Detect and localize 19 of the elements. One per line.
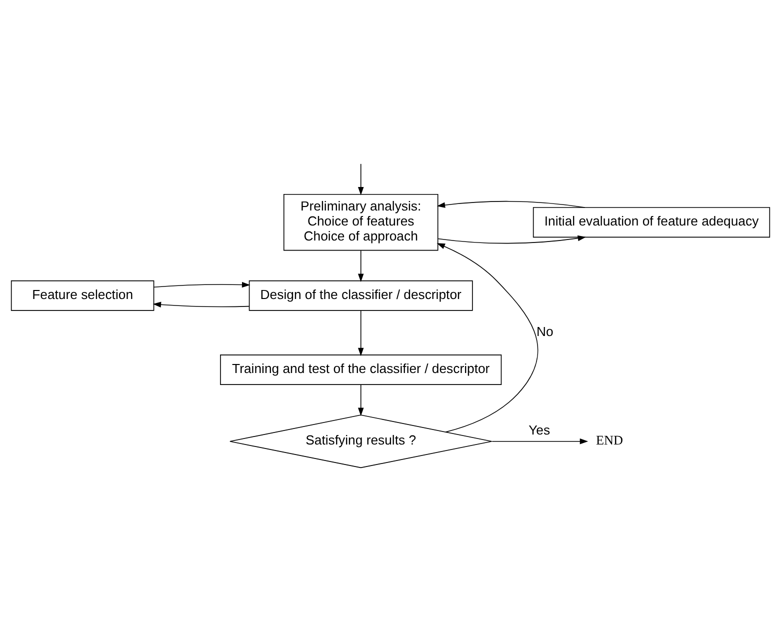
arrow [436,200,586,208]
node-box: Preliminary analysis: Choice of features Choice of approach [283,194,438,251]
node-box: Initial evaluation of feature adequacy [532,207,770,238]
arrow [358,250,364,282]
node-box: Training and test of the classifier / descriptor [220,354,502,385]
arrow [492,438,588,444]
arrow [358,384,364,416]
edge-label: No [536,324,554,339]
arrow [358,310,364,356]
node-box: Design of the classifier / descriptor [248,280,473,311]
arrow [438,235,586,244]
edge-label: Yes [528,422,550,438]
arrow [436,243,538,432]
node-text: END [596,432,624,448]
node-box: Feature selection [10,280,154,311]
arrow [358,164,364,196]
arrow [154,282,250,288]
arrow [152,302,250,308]
node-diamond: Satisfying results ? [230,414,492,468]
